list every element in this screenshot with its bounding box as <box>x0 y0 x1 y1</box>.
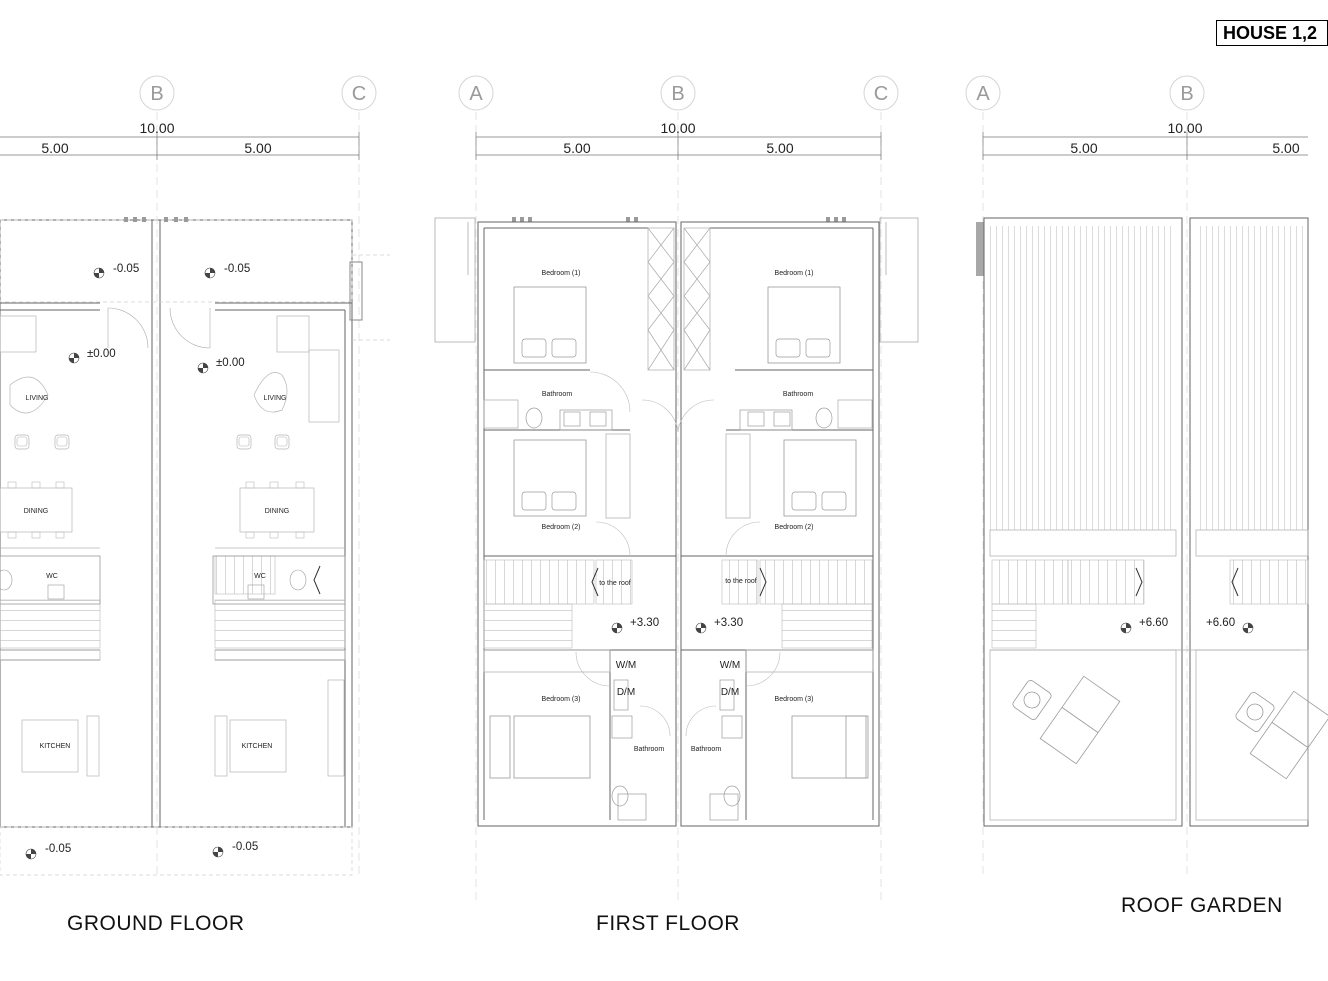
room-label: Bathroom <box>783 391 814 398</box>
grid-label: A <box>976 83 990 105</box>
level-label: -0.05 <box>224 263 250 275</box>
level-marker: +6.60 <box>1206 617 1254 634</box>
level-marker: -0.05 <box>25 843 71 860</box>
roof-garden-title: ROOF GARDEN <box>1121 894 1283 917</box>
grid-bubble-a: A <box>965 75 1001 111</box>
level-marker: -0.05 <box>212 841 258 858</box>
level-label: +6.60 <box>1139 617 1168 629</box>
level-label: -0.05 <box>45 843 71 855</box>
level-marker: -0.05 <box>93 263 139 279</box>
ground-floor-title: GROUND FLOOR <box>67 912 245 935</box>
first-floor-title: FIRST FLOOR <box>596 912 740 935</box>
level-label: +3.30 <box>630 617 659 629</box>
dimension-bay: 5.00 <box>244 140 271 156</box>
dimension-bay: 5.00 <box>1272 140 1299 156</box>
room-label: LIVING <box>264 395 287 402</box>
room-label: Bedroom (2) <box>775 524 814 531</box>
level-marker: -0.05 <box>204 263 250 279</box>
room-label: W/M <box>616 660 637 671</box>
dimension-bay: 5.00 <box>766 140 793 156</box>
room-label: Bedroom (1) <box>542 270 581 277</box>
room-label: Bedroom (3) <box>542 696 581 703</box>
room-label: D/M <box>617 687 635 698</box>
level-marker: +3.30 <box>611 617 659 634</box>
room-label: Bathroom <box>542 391 573 398</box>
roof-garden-plan: A B 10.00 5.00 5.00 <box>965 75 1328 875</box>
level-marker: ±0.00 <box>197 357 245 374</box>
room-label: to the roof <box>725 578 757 585</box>
grid-bubble-a: A <box>458 75 494 111</box>
room-label: WC <box>46 573 58 580</box>
grid-label: B <box>150 83 163 105</box>
level-label: -0.05 <box>232 841 258 853</box>
room-label: Bedroom (2) <box>542 524 581 531</box>
dimension-total: 10.00 <box>660 120 695 136</box>
room-label: W/M <box>720 660 741 671</box>
room-label: D/M <box>721 687 739 698</box>
dimension-bay: 5.00 <box>1070 140 1097 156</box>
level-marker: +3.30 <box>695 617 743 634</box>
room-label: Bedroom (3) <box>775 696 814 703</box>
level-label: +3.30 <box>714 617 743 629</box>
room-label: DINING <box>265 508 290 515</box>
grid-label: B <box>671 83 684 105</box>
room-label: Bathroom <box>691 746 722 753</box>
grid-label: A <box>469 83 483 105</box>
room-label: KITCHEN <box>242 743 273 750</box>
grid-label: C <box>352 83 366 105</box>
level-label: +6.60 <box>1206 617 1235 629</box>
grid-bubble-b: B <box>660 75 696 111</box>
grid-bubble-b: B <box>139 75 175 111</box>
grid-label: C <box>874 83 888 105</box>
room-label: WC <box>254 573 266 580</box>
dimension-bay: 5.00 <box>41 140 68 156</box>
room-label: to the roof <box>599 580 631 587</box>
grid-label: B <box>1180 83 1193 105</box>
room-label: LIVING <box>26 395 49 402</box>
level-marker: +6.60 <box>1120 617 1168 634</box>
level-label: -0.05 <box>113 263 139 275</box>
level-label: ±0.00 <box>87 348 116 360</box>
dimension-total: 10.00 <box>139 120 174 136</box>
room-label: KITCHEN <box>40 743 71 750</box>
level-marker: ±0.00 <box>68 348 116 364</box>
grid-bubble-c: C <box>341 75 377 111</box>
room-label: DINING <box>24 508 49 515</box>
dimension-total: 10.00 <box>1167 120 1202 136</box>
dimension-bay: 5.00 <box>563 140 590 156</box>
level-label: ±0.00 <box>216 357 245 369</box>
first-floor-plan: A B C 10.00 5.00 5.00 <box>434 75 919 905</box>
room-label: Bathroom <box>634 746 665 753</box>
room-label: Bedroom (1) <box>775 270 814 277</box>
grid-bubble-c: C <box>863 75 899 111</box>
house-tag: HOUSE 1,2 <box>1216 20 1328 46</box>
grid-bubble-b: B <box>1169 75 1205 111</box>
ground-floor-plan: B C 10.00 5.00 5.00 <box>0 75 390 876</box>
